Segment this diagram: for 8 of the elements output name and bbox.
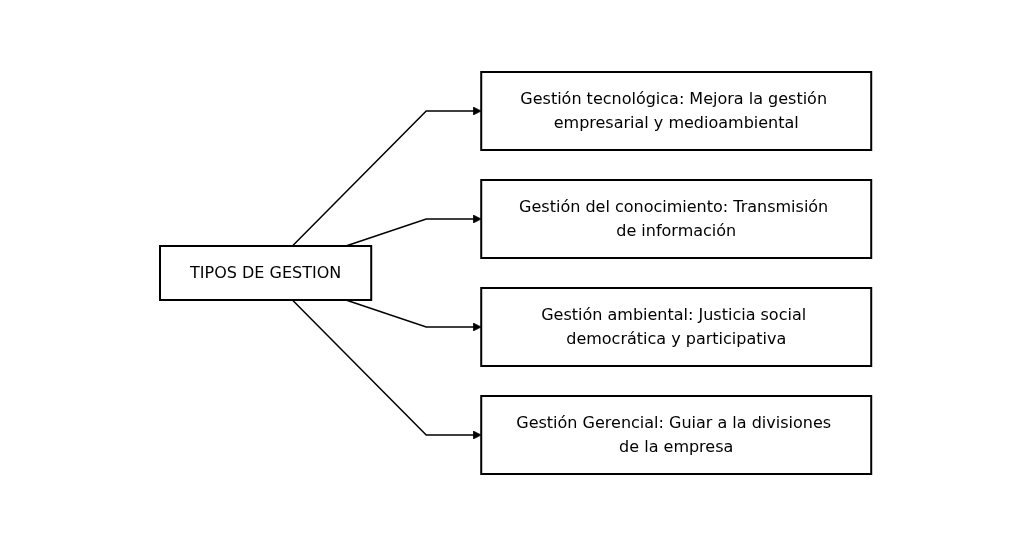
node-box: Gestión del conocimiento: Transmisión de información [480, 178, 873, 259]
node-box: Gestión Gerencial: Guiar a la divisiones de la empresa [480, 394, 873, 475]
node-box: TIPOS DE GESTION [159, 244, 373, 301]
node-box: Gestión tecnológica: Mejora la gestión empresarial y medioambiental [480, 70, 873, 151]
arrow [345, 298, 482, 331]
arrow [292, 298, 482, 439]
arrow [292, 106, 482, 247]
node-box: Gestión ambiental: Justicia social democrática y participativa [480, 286, 873, 367]
